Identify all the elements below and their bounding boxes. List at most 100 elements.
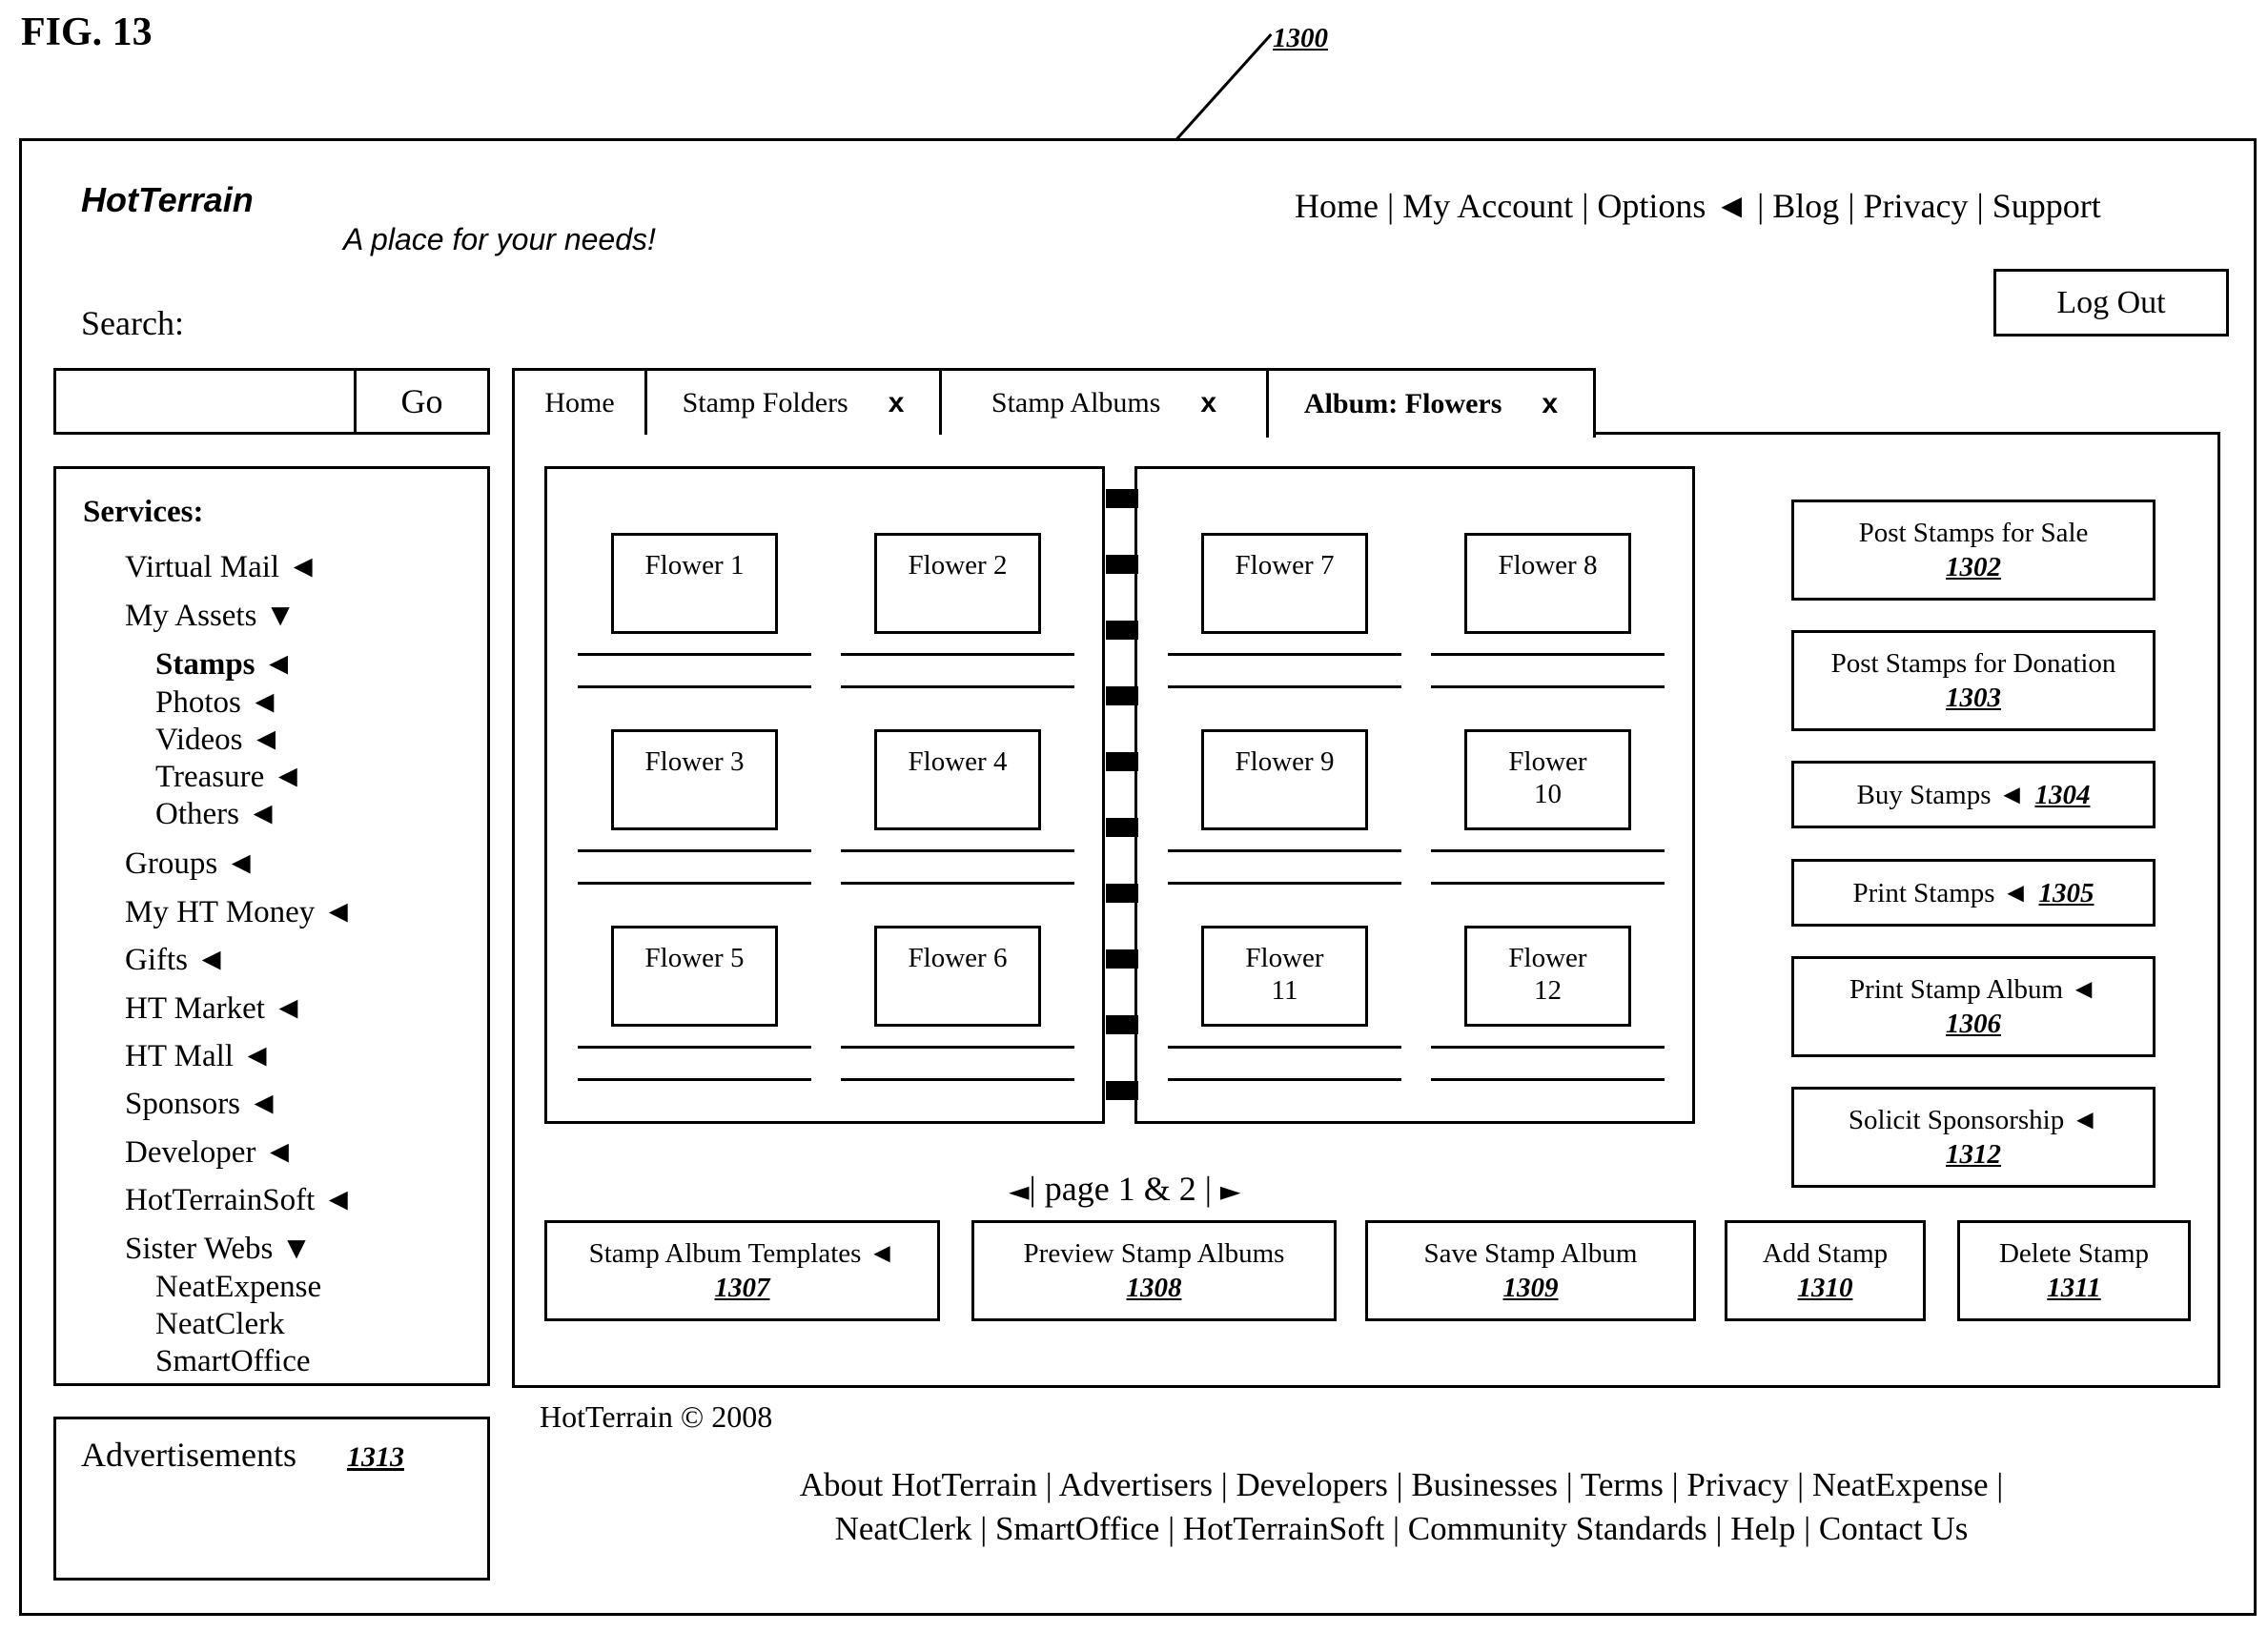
- caption-line: [1431, 1078, 1665, 1081]
- sidebar-item-virtual-mail[interactable]: Virtual Mail ◄: [125, 550, 318, 585]
- footer-link-advertisers[interactable]: Advertisers: [1059, 1466, 1213, 1503]
- solicit-sponsorship-button[interactable]: Solicit Sponsorship ◄1312: [1791, 1087, 2156, 1188]
- footer-link-terms[interactable]: Terms: [1581, 1466, 1664, 1503]
- search-input[interactable]: [53, 368, 357, 435]
- stamp-slot[interactable]: Flower 8: [1464, 533, 1631, 634]
- pager-next-button[interactable]: ►: [1220, 1175, 1241, 1207]
- stamp-slot[interactable]: Flower 11: [1201, 926, 1368, 1027]
- footer-link-community-standards[interactable]: Community Standards: [1408, 1510, 1707, 1547]
- footer-separator: |: [1558, 1466, 1581, 1503]
- nav-separator: |: [1748, 187, 1772, 225]
- sidebar-item-others[interactable]: Others ◄: [155, 797, 278, 832]
- sidebar-item-stamps[interactable]: Stamps ◄: [155, 647, 294, 683]
- buy-stamps-button[interactable]: Buy Stamps ◄1304: [1791, 761, 2156, 828]
- footer-link-developers[interactable]: Developers: [1236, 1466, 1388, 1503]
- tab-label: Home: [544, 387, 614, 419]
- footer-link-privacy[interactable]: Privacy: [1686, 1466, 1788, 1503]
- sidebar-item-neatclerk[interactable]: NeatClerk: [155, 1307, 285, 1342]
- stamp-slot[interactable]: Flower 9: [1201, 729, 1368, 830]
- tab-stamp-albums[interactable]: Stamp Albums x: [939, 368, 1269, 435]
- stamp-slot[interactable]: Flower 6: [874, 926, 1041, 1027]
- footer-links-line-2: NeatClerk | SmartOffice | HotTerrainSoft…: [725, 1507, 2078, 1551]
- tab-label: Stamp Albums: [991, 387, 1161, 419]
- action-reference-number: 1303: [1946, 681, 2001, 715]
- sidebar-item-groups[interactable]: Groups ◄: [125, 847, 256, 882]
- close-icon[interactable]: x: [1542, 388, 1558, 420]
- footer-link-neatexpense[interactable]: NeatExpense: [1812, 1466, 1989, 1503]
- tab-album-flowers[interactable]: Album: Flowersx: [1266, 368, 1596, 438]
- tab-stamp-folders[interactable]: Stamp Foldersx: [644, 368, 942, 435]
- footer-link-help[interactable]: Help: [1730, 1510, 1795, 1547]
- services-panel: Services:Virtual Mail ◄My Assets ▼Stamps…: [53, 466, 490, 1386]
- go-button[interactable]: Go: [354, 368, 490, 435]
- footer-separator: |: [1795, 1510, 1819, 1547]
- footer-link-about-hotterrain[interactable]: About HotTerrain: [800, 1466, 1037, 1503]
- stamp-slot[interactable]: Flower 3: [611, 729, 778, 830]
- sidebar-item-sponsors[interactable]: Sponsors ◄: [125, 1087, 279, 1122]
- nav-link-home[interactable]: Home: [1295, 187, 1379, 225]
- caption-line: [1168, 653, 1401, 656]
- print-stamp-album-button[interactable]: Print Stamp Album ◄1306: [1791, 956, 2156, 1057]
- nav-link-options[interactable]: Options ◄: [1597, 187, 1748, 225]
- sidebar-item-sister-webs[interactable]: Sister Webs ▼: [125, 1232, 312, 1267]
- album-binding: [1106, 1015, 1138, 1034]
- sidebar-item-my-ht-money[interactable]: My HT Money ◄: [125, 895, 354, 930]
- sidebar-item-videos[interactable]: Videos ◄: [155, 723, 281, 758]
- footer-link-smartoffice[interactable]: SmartOffice: [995, 1510, 1159, 1547]
- caption-line: [1168, 882, 1401, 885]
- footer-link-hotterrainsoft[interactable]: HotTerrainSoft: [1183, 1510, 1384, 1547]
- nav-separator: |: [1379, 187, 1402, 225]
- advertisements-title: Advertisements: [81, 1436, 296, 1474]
- stamp-slot[interactable]: Flower 5: [611, 926, 778, 1027]
- caption-line: [578, 685, 811, 688]
- sidebar-item-ht-mall[interactable]: HT Mall ◄: [125, 1039, 273, 1074]
- sidebar-item-hotterrainsoft[interactable]: HotTerrainSoft ◄: [125, 1183, 354, 1218]
- caption-line: [841, 1046, 1074, 1049]
- action-reference-number: 1305: [2039, 878, 2094, 908]
- logout-button[interactable]: Log Out: [1993, 269, 2229, 337]
- stamp-slot[interactable]: Flower 4: [874, 729, 1041, 830]
- nav-link-support[interactable]: Support: [1992, 187, 2101, 225]
- footer-link-businesses[interactable]: Businesses: [1411, 1466, 1558, 1503]
- sidebar-item-ht-market[interactable]: HT Market ◄: [125, 991, 304, 1027]
- footer-separator: |: [1988, 1466, 2003, 1503]
- stamp-slot[interactable]: Flower 7: [1201, 533, 1368, 634]
- pager-prev-button[interactable]: ◄: [1009, 1175, 1030, 1207]
- preview-stamp-albums-button[interactable]: Preview Stamp Albums1308: [971, 1220, 1337, 1321]
- caption-line: [578, 1078, 811, 1081]
- action-line: Buy Stamps ◄1304: [1857, 778, 2091, 812]
- save-stamp-album-button[interactable]: Save Stamp Album1309: [1365, 1220, 1696, 1321]
- caption-line: [1168, 685, 1401, 688]
- sidebar-item-developer[interactable]: Developer ◄: [125, 1135, 295, 1171]
- close-icon[interactable]: x: [889, 387, 905, 419]
- post-stamps-for-sale-button[interactable]: Post Stamps for Sale1302: [1791, 500, 2156, 601]
- nav-link-privacy[interactable]: Privacy: [1864, 187, 1969, 225]
- sidebar-item-gifts[interactable]: Gifts ◄: [125, 943, 227, 978]
- caption-line: [1431, 849, 1665, 852]
- sidebar-item-photos[interactable]: Photos ◄: [155, 685, 280, 721]
- footer-link-neatclerk[interactable]: NeatClerk: [835, 1510, 972, 1547]
- print-stamps-button[interactable]: Print Stamps ◄1305: [1791, 859, 2156, 927]
- sidebar-item-treasure[interactable]: Treasure ◄: [155, 760, 303, 795]
- album-binding: [1106, 1081, 1138, 1100]
- action-label: Solicit Sponsorship ◄: [1849, 1103, 2098, 1137]
- tab-home[interactable]: Home: [512, 368, 647, 435]
- sidebar-item-neatexpense[interactable]: NeatExpense: [155, 1270, 321, 1305]
- stamp-slot[interactable]: Flower 2: [874, 533, 1041, 634]
- post-stamps-for-donation-button[interactable]: Post Stamps for Donation1303: [1791, 630, 2156, 731]
- sidebar-item-smartoffice[interactable]: SmartOffice: [155, 1344, 311, 1379]
- stamp-slot[interactable]: Flower 12: [1464, 926, 1631, 1027]
- brand-logo[interactable]: HotTerrain: [81, 180, 254, 220]
- search-label: Search:: [81, 303, 184, 343]
- stamp-slot[interactable]: Flower 10: [1464, 729, 1631, 830]
- close-icon[interactable]: x: [1200, 387, 1216, 419]
- sidebar-item-my-assets[interactable]: My Assets ▼: [125, 599, 296, 634]
- stamp-album-templates-button[interactable]: Stamp Album Templates ◄1307: [544, 1220, 940, 1321]
- footer-links-line-1: About HotTerrain | Advertisers | Develop…: [725, 1463, 2078, 1507]
- nav-link-my-account[interactable]: My Account: [1402, 187, 1573, 225]
- footer-link-contact-us[interactable]: Contact Us: [1819, 1510, 1969, 1547]
- delete-stamp-button[interactable]: Delete Stamp1311: [1957, 1220, 2191, 1321]
- add-stamp-button[interactable]: Add Stamp1310: [1725, 1220, 1926, 1321]
- nav-link-blog[interactable]: Blog: [1772, 187, 1839, 225]
- stamp-slot[interactable]: Flower 1: [611, 533, 778, 634]
